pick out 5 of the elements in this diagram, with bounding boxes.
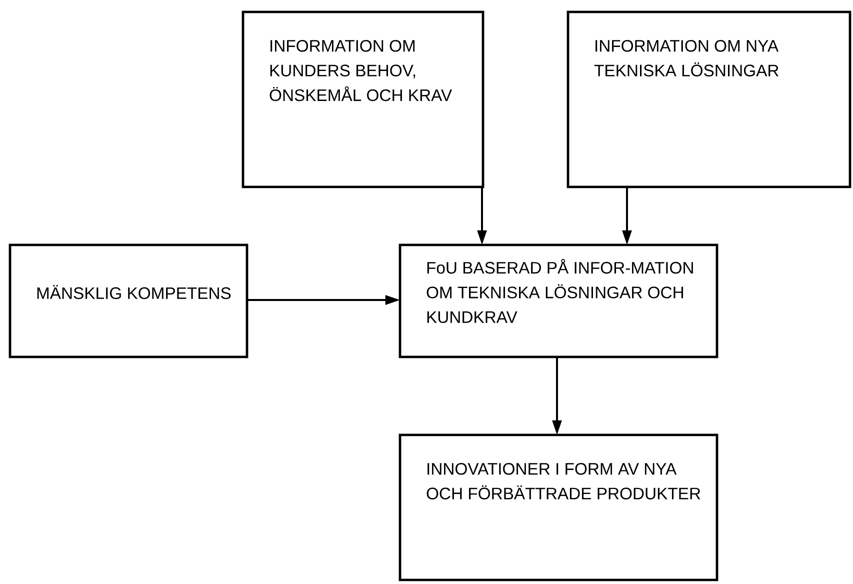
process-box: INFORMATION OM NYA TEKNISKA LÖSNINGAR [566, 10, 852, 188]
process-box: MÄNSKLIG KOMPETENS [8, 244, 248, 358]
process-box: INNOVATIONER I FORM AV NYA OCH FÖRBÄTTRADE PRODUKTER [398, 434, 718, 582]
process-box: FoU BASERAD PÅ INFOR-MATION OM TEKNISKA LÖSNINGAR OCH KUNDKRAV [398, 244, 718, 358]
process-box: INFORMATION OM KUNDERS BEHOV, ÖNSKEMÅL OCH KRAV [242, 10, 484, 188]
